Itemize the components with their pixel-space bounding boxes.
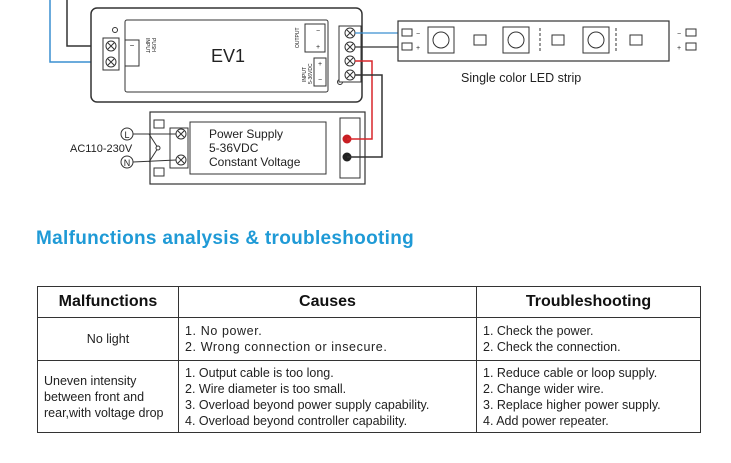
- minus-mark: −: [130, 41, 135, 50]
- power-input-label: INPUT: [302, 67, 308, 82]
- cause-item: 1. No power.: [185, 324, 263, 338]
- controller-name: EV1: [211, 46, 245, 66]
- wiring-diagram: EV1 − INPUT PUSH OUTPUT − + INPUT 5-36VD…: [49, 0, 697, 185]
- strip-minus-left: −: [416, 31, 420, 38]
- input-minus: −: [318, 77, 322, 84]
- power-input-range: 5-36VDC: [308, 63, 314, 84]
- fix-item: 2. Change wider wire.: [483, 381, 604, 396]
- header-malfunctions: Malfunctions: [37, 286, 179, 318]
- resistor: [629, 34, 643, 46]
- causes-cell: 1. No power. 2. Wrong connection or inse…: [178, 317, 477, 361]
- push-sub-label: PUSH: [150, 38, 156, 52]
- strip-plus-right: +: [677, 45, 681, 52]
- cause-item: 3. Overload beyond power supply capabili…: [185, 397, 430, 412]
- header-troubleshooting: Troubleshooting: [476, 286, 701, 318]
- ac-neutral-wire: [132, 159, 177, 163]
- led-chip: [427, 26, 455, 54]
- led-chip: [502, 26, 530, 54]
- cause-item: 1. Output cable is too long.: [185, 365, 334, 380]
- power-wire-red: [347, 60, 373, 140]
- line-label: L: [124, 130, 129, 140]
- header-causes: Causes: [178, 286, 477, 318]
- fix-item: 3. Replace higher power supply.: [483, 397, 661, 412]
- fix-item: 1. Reduce cable or loop supply.: [483, 365, 658, 380]
- neutral-label: N: [124, 158, 131, 168]
- section-title: Malfunctions analysis & troubleshooting: [36, 228, 415, 249]
- malfunction-text: rear,with voltage drop: [44, 405, 164, 420]
- output-minus: −: [316, 28, 320, 35]
- troubleshooting-table: Malfunctions Causes Troubleshooting No l…: [37, 286, 701, 433]
- troubleshooting-cell: 1. Check the power. 2. Check the connect…: [476, 317, 701, 361]
- output-label: OUTPUT: [295, 27, 301, 48]
- causes-cell: 1. Output cable is too long. 2. Wire dia…: [178, 360, 477, 433]
- cause-item: 4. Overload beyond controller capability…: [185, 413, 408, 428]
- power-supply: Power Supply 5-36VDC Constant Voltage: [149, 111, 366, 185]
- fix-item: 4. Add power repeater.: [483, 413, 609, 428]
- power-wire-black: [347, 74, 383, 158]
- ac-voltage-label: AC110-230V: [70, 143, 133, 155]
- resistor: [473, 34, 487, 46]
- cause-item: 2. Wrong connection or insecure.: [185, 340, 388, 354]
- output-plus: +: [316, 44, 320, 51]
- ev1-controller: EV1 − INPUT PUSH OUTPUT − + INPUT 5-36VD…: [90, 7, 363, 103]
- strip-plus-left: +: [416, 45, 420, 52]
- input-plus: +: [318, 61, 322, 68]
- table-row: No light 1. No power. 2. Wrong connectio…: [37, 317, 701, 361]
- resistor: [551, 34, 565, 46]
- fix-item: 1. Check the power.: [483, 324, 594, 338]
- psu-line-2: 5-36VDC: [209, 141, 259, 155]
- malfunction-cell: No light: [37, 317, 179, 361]
- malfunction-text: Uneven intensity: [44, 373, 137, 388]
- strip-minus-right: −: [677, 31, 681, 38]
- cause-item: 2. Wire diameter is too small.: [185, 381, 347, 396]
- malfunction-text: between front and: [44, 389, 145, 404]
- push-input-label: INPUT: [144, 38, 150, 53]
- troubleshooting-cell: 1. Reduce cable or loop supply. 2. Chang…: [476, 360, 701, 433]
- malfunction-cell: Uneven intensity between front and rear,…: [37, 360, 179, 433]
- strip-caption: Single color LED strip: [461, 71, 581, 85]
- table-row: Uneven intensity between front and rear,…: [37, 360, 701, 433]
- table-header-row: Malfunctions Causes Troubleshooting: [37, 286, 701, 318]
- led-strip: − + − +: [397, 20, 697, 62]
- fix-item: 2. Check the connection.: [483, 340, 621, 354]
- psu-line-1: Power Supply: [209, 127, 283, 141]
- malfunction-text: No light: [86, 332, 130, 346]
- push-wire-blue: [49, 0, 108, 63]
- led-chip: [582, 26, 610, 54]
- psu-line-3: Constant Voltage: [209, 155, 301, 169]
